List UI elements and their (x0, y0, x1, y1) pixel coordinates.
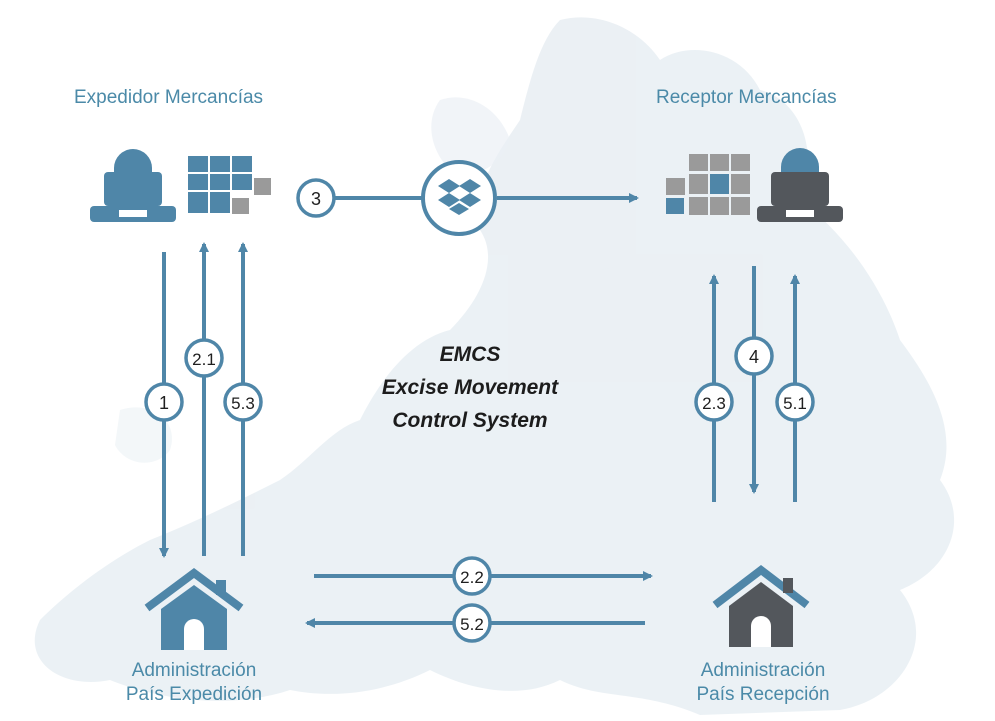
step-badge-5-2: 5.2 (452, 603, 492, 643)
step-badge-2-1: 2.1 (184, 338, 224, 378)
system-title-line-3: Control System (392, 409, 548, 432)
step-badge-5-1: 5.1 (775, 382, 815, 422)
svg-text:4: 4 (749, 347, 759, 367)
sender-house-icon (144, 568, 244, 650)
step-badge-1: 1 (144, 382, 184, 422)
svg-text:2.2: 2.2 (460, 568, 484, 587)
system-title-line-1: EMCS (439, 343, 501, 366)
step-badge-4: 4 (734, 336, 774, 376)
svg-text:5.1: 5.1 (783, 394, 807, 413)
dropbox-icon (421, 160, 497, 236)
step-badge-5-3: 5.3 (223, 382, 263, 422)
admin-receiver-line-2: País Recepción (696, 684, 830, 705)
svg-text:3: 3 (311, 189, 321, 209)
sender-label: Expedidor Mercancías (74, 87, 264, 108)
system-title-line-2: Excise Movement (381, 376, 559, 399)
receiver-data-grid-icon (666, 154, 750, 215)
step-badge-2-3: 2.3 (694, 382, 734, 422)
admin-receiver-line-1: Administración (700, 660, 826, 681)
admin-sender-label: Administración País Expedición (94, 659, 294, 707)
admin-sender-line-2: País Expedición (125, 684, 263, 705)
svg-text:2.1: 2.1 (192, 350, 216, 369)
svg-text:5.3: 5.3 (231, 394, 255, 413)
sender-data-grid-icon (188, 156, 271, 214)
system-title: EMCS Excise Movement Control System (320, 338, 620, 437)
receiver-user-computer-icon (757, 148, 843, 222)
svg-text:1: 1 (159, 393, 169, 413)
admin-sender-line-1: Administración (131, 660, 257, 681)
svg-text:2.3: 2.3 (702, 394, 726, 413)
receiver-house-icon (712, 564, 810, 647)
step-badge-3: 3 (296, 178, 336, 218)
receiver-label: Receptor Mercancías (656, 87, 837, 108)
admin-receiver-label: Administración País Recepción (678, 659, 848, 707)
sender-user-computer-icon (90, 149, 176, 222)
svg-text:5.2: 5.2 (460, 615, 484, 634)
step-badge-2-2: 2.2 (452, 556, 492, 596)
